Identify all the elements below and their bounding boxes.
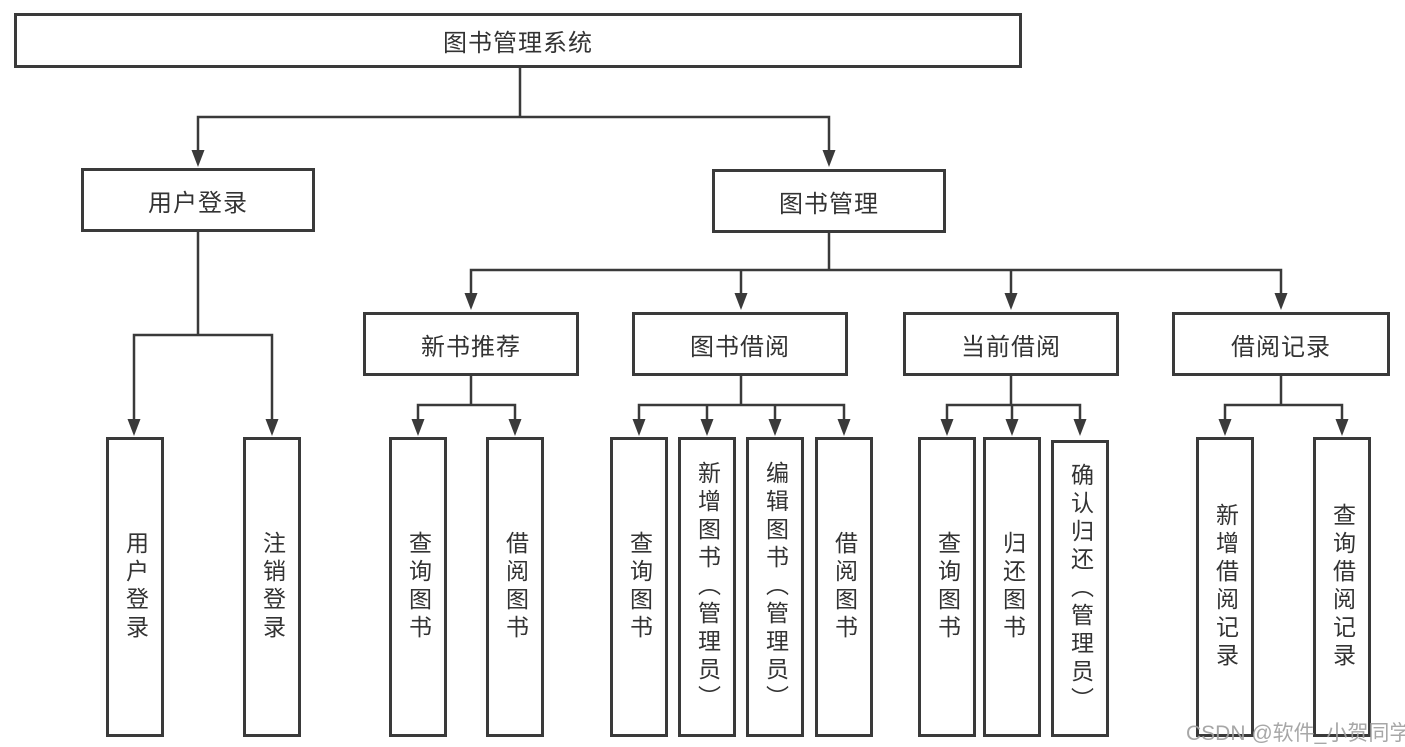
leaf-add-borrow-record-label: 新增借阅记录 (1212, 503, 1239, 671)
leaf-confirm-return-admin: 确认归还（管理员） (1051, 440, 1109, 737)
connector-recommend-to-leaves (416, 374, 517, 421)
node-user-login-label: 用户登录 (148, 189, 248, 217)
node-current-borrow: 当前借阅 (903, 312, 1119, 376)
node-book-borrow: 图书借阅 (632, 312, 848, 376)
leaf-query-borrow-record-label: 查询借阅记录 (1329, 503, 1356, 671)
leaf-current-query-book: 查询图书 (918, 437, 976, 737)
leaf-edit-book-admin-label: 编辑图书（管理员） (762, 461, 789, 713)
node-user-login: 用户登录 (81, 168, 315, 232)
leaf-borrow-book: 借阅图书 (815, 437, 873, 737)
node-root: 图书管理系统 (14, 13, 1022, 68)
leaf-confirm-return-admin-label: 确认归还（管理员） (1067, 462, 1094, 715)
leaf-user-login-label: 用户登录 (122, 531, 149, 643)
node-borrow-records: 借阅记录 (1172, 312, 1390, 376)
node-book-management-label: 图书管理 (779, 190, 879, 218)
node-book-borrow-label: 图书借阅 (690, 333, 790, 361)
leaf-borrow-book-label: 借阅图书 (831, 531, 858, 643)
arrowheads (127, 150, 1349, 436)
leaf-recommend-borrow-book-label: 借阅图书 (502, 531, 529, 643)
leaf-edit-book-admin: 编辑图书（管理员） (746, 437, 804, 737)
leaf-add-book-admin-label: 新增图书（管理员） (694, 461, 721, 713)
leaf-user-login: 用户登录 (106, 437, 164, 737)
node-borrow-records-label: 借阅记录 (1231, 333, 1331, 361)
connector-current-to-leaves (945, 374, 1082, 421)
connector-root-to-level2 (196, 66, 831, 152)
node-book-management: 图书管理 (712, 169, 946, 233)
leaf-return-book-label: 归还图书 (999, 531, 1026, 643)
connector-login-to-leaves (132, 230, 274, 421)
leaf-borrow-query-book-label: 查询图书 (626, 531, 653, 643)
leaf-add-borrow-record: 新增借阅记录 (1196, 437, 1254, 737)
leaf-recommend-query-book-label: 查询图书 (405, 531, 432, 643)
leaf-recommend-query-book: 查询图书 (389, 437, 447, 737)
connector-records-to-leaves (1223, 374, 1344, 421)
leaf-add-book-admin: 新增图书（管理员） (678, 437, 736, 737)
node-root-label: 图书管理系统 (443, 30, 593, 57)
leaf-logout: 注销登录 (243, 437, 301, 737)
leaf-current-query-book-label: 查询图书 (934, 531, 961, 643)
node-new-book-recommend-label: 新书推荐 (421, 333, 521, 361)
connector-borrow-to-leaves (637, 374, 846, 421)
leaf-logout-label: 注销登录 (259, 531, 286, 643)
connector-mgmt-to-sections (469, 231, 1283, 295)
leaf-return-book: 归还图书 (983, 437, 1041, 737)
csdn-watermark: CSDN @软件_小贺同学 (1186, 722, 1405, 745)
leaf-recommend-borrow-book: 借阅图书 (486, 437, 544, 737)
leaf-borrow-query-book: 查询图书 (610, 437, 668, 737)
node-current-borrow-label: 当前借阅 (961, 333, 1061, 361)
leaf-query-borrow-record: 查询借阅记录 (1313, 437, 1371, 737)
node-new-book-recommend: 新书推荐 (363, 312, 579, 376)
